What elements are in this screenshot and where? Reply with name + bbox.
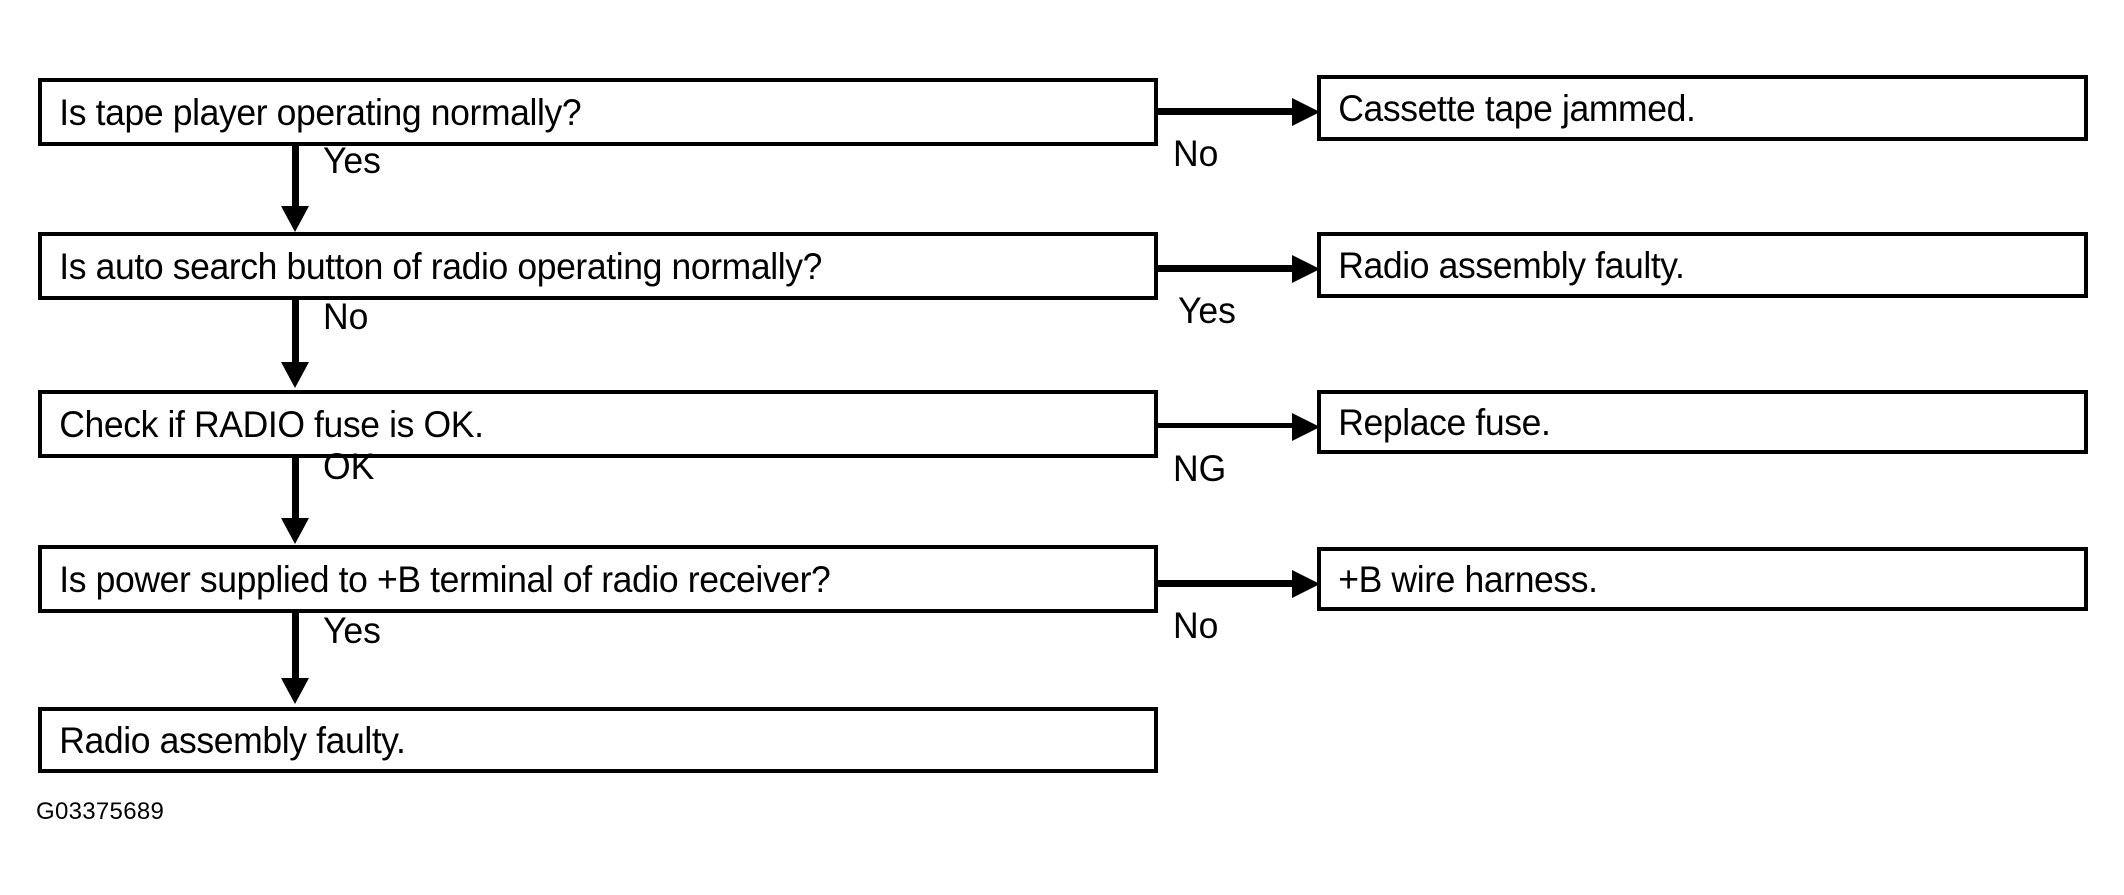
edge-label-q3-r3: NG [1173, 448, 1227, 489]
edge-label-q4-r4: No [1173, 605, 1219, 646]
edge-label-q2-r2: Yes [1178, 290, 1236, 331]
flow-node-label: Cassette tape jammed. [1338, 87, 1696, 129]
connector-line-q4-q5 [292, 613, 299, 681]
flow-node-r2: Radio assembly faulty. [1317, 232, 2088, 298]
arrowhead-right-q1-r1 [1292, 98, 1320, 126]
flow-node-r4: +B wire harness. [1317, 547, 2088, 611]
figure-caption: G03375689 [36, 798, 165, 825]
arrowhead-down-q3-q4 [281, 518, 309, 544]
flow-node-label: Is auto search button of radio operating… [59, 245, 822, 287]
connector-line-q3-q4 [292, 458, 299, 520]
flow-node-q4: Is power supplied to +B terminal of radi… [38, 545, 1158, 613]
connector-line-q2-r2 [1158, 265, 1302, 272]
flow-node-r1: Cassette tape jammed. [1317, 75, 2088, 141]
flow-node-q1: Is tape player operating normally? [38, 78, 1158, 146]
arrowhead-right-q3-r3 [1292, 413, 1320, 441]
flow-node-label: Is tape player operating normally? [59, 91, 582, 133]
connector-line-q1-q2 [292, 146, 299, 210]
flow-node-q5: Radio assembly faulty. [38, 707, 1158, 773]
connector-line-q4-r4 [1158, 580, 1302, 587]
flow-node-label: Radio assembly faulty. [1338, 244, 1685, 286]
flow-node-label: +B wire harness. [1338, 558, 1598, 600]
flow-node-r3: Replace fuse. [1317, 390, 2088, 454]
edge-label-q1-q2: Yes [323, 140, 381, 181]
arrowhead-down-q1-q2 [281, 206, 309, 232]
connector-line-q3-r3 [1158, 423, 1302, 428]
arrowhead-right-q4-r4 [1292, 570, 1320, 598]
arrowhead-down-q2-q3 [281, 362, 309, 388]
flow-node-label: Is power supplied to +B terminal of radi… [59, 558, 831, 600]
connector-line-q2-q3 [292, 300, 299, 364]
edge-label-q2-q3: No [323, 296, 369, 337]
edge-label-q3-q4: OK [323, 446, 375, 487]
flow-node-q3: Check if RADIO fuse is OK. [38, 390, 1158, 458]
arrowhead-down-q4-q5 [281, 678, 309, 704]
arrowhead-right-q2-r2 [1292, 255, 1320, 283]
flow-node-q2: Is auto search button of radio operating… [38, 232, 1158, 300]
edge-label-q1-r1: No [1173, 133, 1219, 174]
edge-label-q4-q5: Yes [323, 610, 381, 651]
connector-line-q1-r1 [1158, 108, 1302, 115]
flow-node-label: Replace fuse. [1338, 401, 1551, 443]
flow-node-label: Check if RADIO fuse is OK. [59, 403, 484, 445]
flow-node-label: Radio assembly faulty. [59, 719, 406, 761]
